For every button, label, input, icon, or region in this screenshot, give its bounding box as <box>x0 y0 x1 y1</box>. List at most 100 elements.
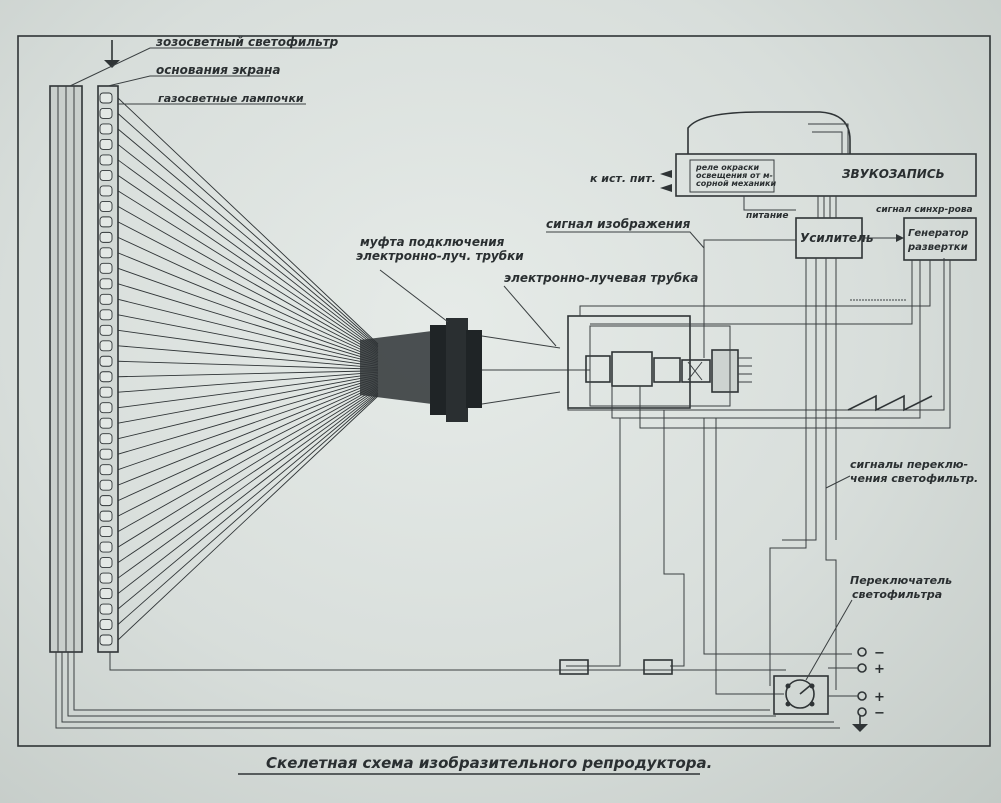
gas-lamp <box>99 139 113 150</box>
switch-label-2: светофильтра <box>852 588 942 601</box>
lamp-wire <box>117 283 379 363</box>
relay-label-2: освещения от м- <box>696 171 773 180</box>
gas-lamp <box>99 495 113 507</box>
terminal-1: − <box>874 646 885 661</box>
generator-label: Генератор <box>908 228 969 239</box>
lamp-wire <box>117 221 379 357</box>
gas-lamp <box>99 557 113 569</box>
terminal-3: + <box>874 690 885 705</box>
gas-lamp <box>99 541 113 553</box>
sweep-generator-block <box>903 217 977 261</box>
gas-lamp <box>99 154 113 166</box>
lamp-wire <box>117 382 379 502</box>
lamp-wire <box>117 376 379 440</box>
gas-lamp <box>99 185 113 197</box>
ground-arrow-top <box>104 40 120 68</box>
light-filter-panel <box>49 85 83 653</box>
gas-lamp <box>99 417 113 429</box>
lamp-wire <box>117 190 379 354</box>
crt-tube <box>567 315 752 409</box>
switch-signals-label: сигналы переклю- <box>850 458 968 471</box>
gas-lamp <box>99 386 113 398</box>
bottom-bus-wires <box>55 652 840 729</box>
gas-lamp <box>99 293 113 305</box>
lamp-wire <box>117 267 379 361</box>
lamp-wire <box>117 392 379 610</box>
lamp-wire <box>117 389 379 579</box>
lamp-wire <box>117 370 379 378</box>
lamp-wire <box>117 388 379 563</box>
gas-lamp <box>99 619 113 630</box>
light-filter-label: зозосветный светофильтр <box>155 35 339 49</box>
lamp-wire <box>117 252 379 360</box>
switch-signals-label-2: чения светофильтр. <box>850 472 978 485</box>
image-signal-label: сигнал изображения <box>546 217 691 231</box>
lamp-wire <box>117 159 379 351</box>
screen-base-lamps <box>97 85 119 653</box>
gas-lamp <box>99 448 113 460</box>
lamp-wire <box>117 386 379 548</box>
resistor-2 <box>643 659 673 675</box>
switch-label: Переключатель <box>850 574 952 587</box>
coupling-label: муфта подключения <box>360 235 505 249</box>
gas-lamp <box>99 169 113 181</box>
gas-lamp <box>99 479 113 491</box>
lamp-wire <box>117 360 379 370</box>
crt-coupling <box>360 318 482 422</box>
gas-lamp <box>99 108 113 119</box>
lamp-wire <box>117 236 379 358</box>
lamp-wire <box>117 374 379 424</box>
lamp-wire <box>117 383 379 517</box>
gas-lamp <box>99 309 113 321</box>
lamp-wire <box>117 385 379 532</box>
screen-base-label: основания экрана <box>156 63 281 77</box>
lamp-wire <box>117 391 379 594</box>
ground-arrow-bottom <box>852 716 868 732</box>
terminal-2: + <box>874 662 885 677</box>
lamp-wire <box>117 97 379 345</box>
lamp-wire <box>117 379 379 471</box>
gas-lamp <box>99 216 113 228</box>
lamp-wire <box>117 394 379 625</box>
gas-lamp <box>99 200 113 212</box>
power-source-label: к ист. пит. <box>590 172 656 185</box>
lamp-wire-fan <box>117 97 379 641</box>
amplifier-label: Усилитель <box>800 231 873 245</box>
gas-lamp <box>99 510 113 522</box>
gas-lamp <box>99 123 113 135</box>
gas-lamp <box>99 231 113 243</box>
filter-switch <box>773 675 829 715</box>
gas-lamp <box>99 572 113 584</box>
drawing-border <box>17 35 991 747</box>
power-label: питание <box>746 211 788 221</box>
gas-lamp <box>99 278 113 290</box>
gas-lamp <box>99 634 113 646</box>
relay-label-1: реле окраски <box>695 163 759 172</box>
lamp-wire <box>117 206 379 355</box>
relay-label-3: сорной механики <box>696 179 776 188</box>
gas-lamps-label: газосветные лампочки <box>158 92 304 105</box>
lamp-wire <box>117 373 379 409</box>
gas-lamp <box>99 588 113 599</box>
gas-lamp <box>99 355 113 367</box>
terminal-4: − <box>874 706 885 721</box>
gas-lamp <box>99 526 113 538</box>
gas-lamp <box>99 603 113 615</box>
diagram-title: Скелетная схема изобразительного репроду… <box>266 754 712 772</box>
lamp-wire <box>117 128 379 348</box>
lamp-wire <box>117 298 379 364</box>
gas-lamp <box>99 247 113 259</box>
lamp-wire <box>117 395 379 641</box>
gas-lamp <box>99 262 113 274</box>
generator-label-2: развертки <box>907 242 968 253</box>
gas-lamp <box>99 324 113 336</box>
lamp-wire <box>117 113 379 346</box>
lamp-wire <box>117 377 379 455</box>
lamp-wire <box>117 371 379 393</box>
gas-lamp <box>99 464 113 476</box>
resistor-1 <box>559 659 589 675</box>
sync-signal-label: сигнал синхр-рова <box>876 205 973 215</box>
lamp-wire <box>117 144 379 349</box>
